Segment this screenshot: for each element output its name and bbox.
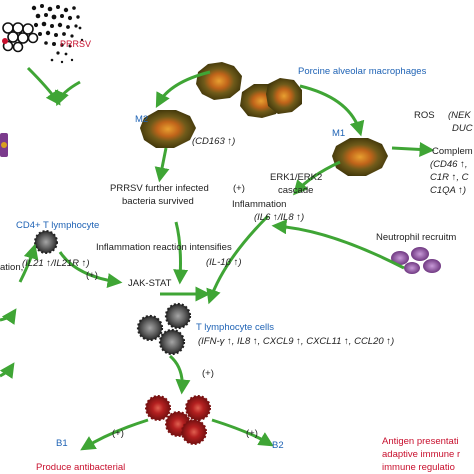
il21-label: (IL21 ↑/IL21R ↑) — [22, 258, 90, 269]
b2-label: B2 — [272, 440, 284, 451]
b1-label: B1 — [56, 438, 68, 449]
macrophage-icon — [196, 62, 302, 118]
il1b-label: (IL-1β ↑) — [206, 257, 242, 268]
b-cell-icon — [145, 395, 211, 445]
prrsv-further-label-2: bacteria survived — [122, 196, 194, 207]
m1-label: M1 — [332, 128, 346, 139]
prrsv-virus-icon — [2, 4, 84, 64]
pam-label: Porcine alveolar macrophages — [298, 66, 427, 77]
m2-label: M2 — [135, 114, 149, 125]
m1-macrophage-icon — [332, 138, 388, 176]
antigen-label-3: immune regulatio — [382, 462, 455, 473]
ros-genes-1: (NEK — [448, 110, 471, 121]
plus-label: (+) — [86, 270, 98, 281]
plus-label: (+) — [233, 183, 245, 194]
neutrophil-label: Neutrophil recruitm — [376, 232, 457, 243]
prrsv-further-label: PRRSV further infected — [110, 183, 209, 194]
ros-label: ROS — [414, 110, 435, 121]
plus-label: (+) — [112, 428, 124, 439]
complement-genes-3: C1QA ↑) — [430, 185, 467, 196]
produce-antibacterial-label: Produce antibacterial — [36, 462, 126, 473]
cell-fragment-icon — [0, 133, 8, 157]
erk-label: ERK1/ERK2 — [270, 172, 323, 183]
ros-genes-2: DUC — [452, 123, 473, 134]
t-cells-label: T lymphocyte cells — [196, 322, 274, 333]
cd4-t-lymphocyte-icon — [34, 230, 58, 254]
complement-genes-1: (CD46 ↑, — [430, 159, 468, 170]
t-lymphocyte-icon — [136, 302, 192, 356]
plus-label: (+) — [202, 368, 214, 379]
m2-macrophage-icon — [140, 110, 196, 148]
antigen-label-2: adaptive immune r — [382, 449, 461, 460]
arrow-icon — [0, 66, 435, 451]
cd163-label: (CD163 ↑) — [192, 136, 236, 147]
jakstat-label: JAK-STAT — [128, 278, 172, 289]
prrsv-label: PRRSV — [60, 39, 91, 49]
t-genes-label: (IFN-γ ↑, IL8 ↑, CXCL9 ↑, CXCL11 ↑, CCL2… — [198, 336, 395, 347]
erk-label-2: cascade — [278, 185, 314, 196]
complement-genes-2: C1R ↑, C — [430, 172, 469, 183]
cd4-label: CD4+ T lymphocyte — [16, 220, 100, 231]
ation-label: ation, — [0, 262, 24, 273]
plus-label: (+) — [246, 428, 258, 439]
inflammation-label: Inflammation — [232, 199, 287, 210]
antigen-label: Antigen presentati — [382, 436, 459, 447]
neutrophil-icon — [391, 247, 441, 274]
il6-il8-label: (IL6 ↑/IL8 ↑) — [254, 212, 305, 223]
complement-label: Complem — [432, 146, 473, 157]
inflammation-intensifies-label: Inflammation reaction intensifies — [96, 242, 232, 253]
